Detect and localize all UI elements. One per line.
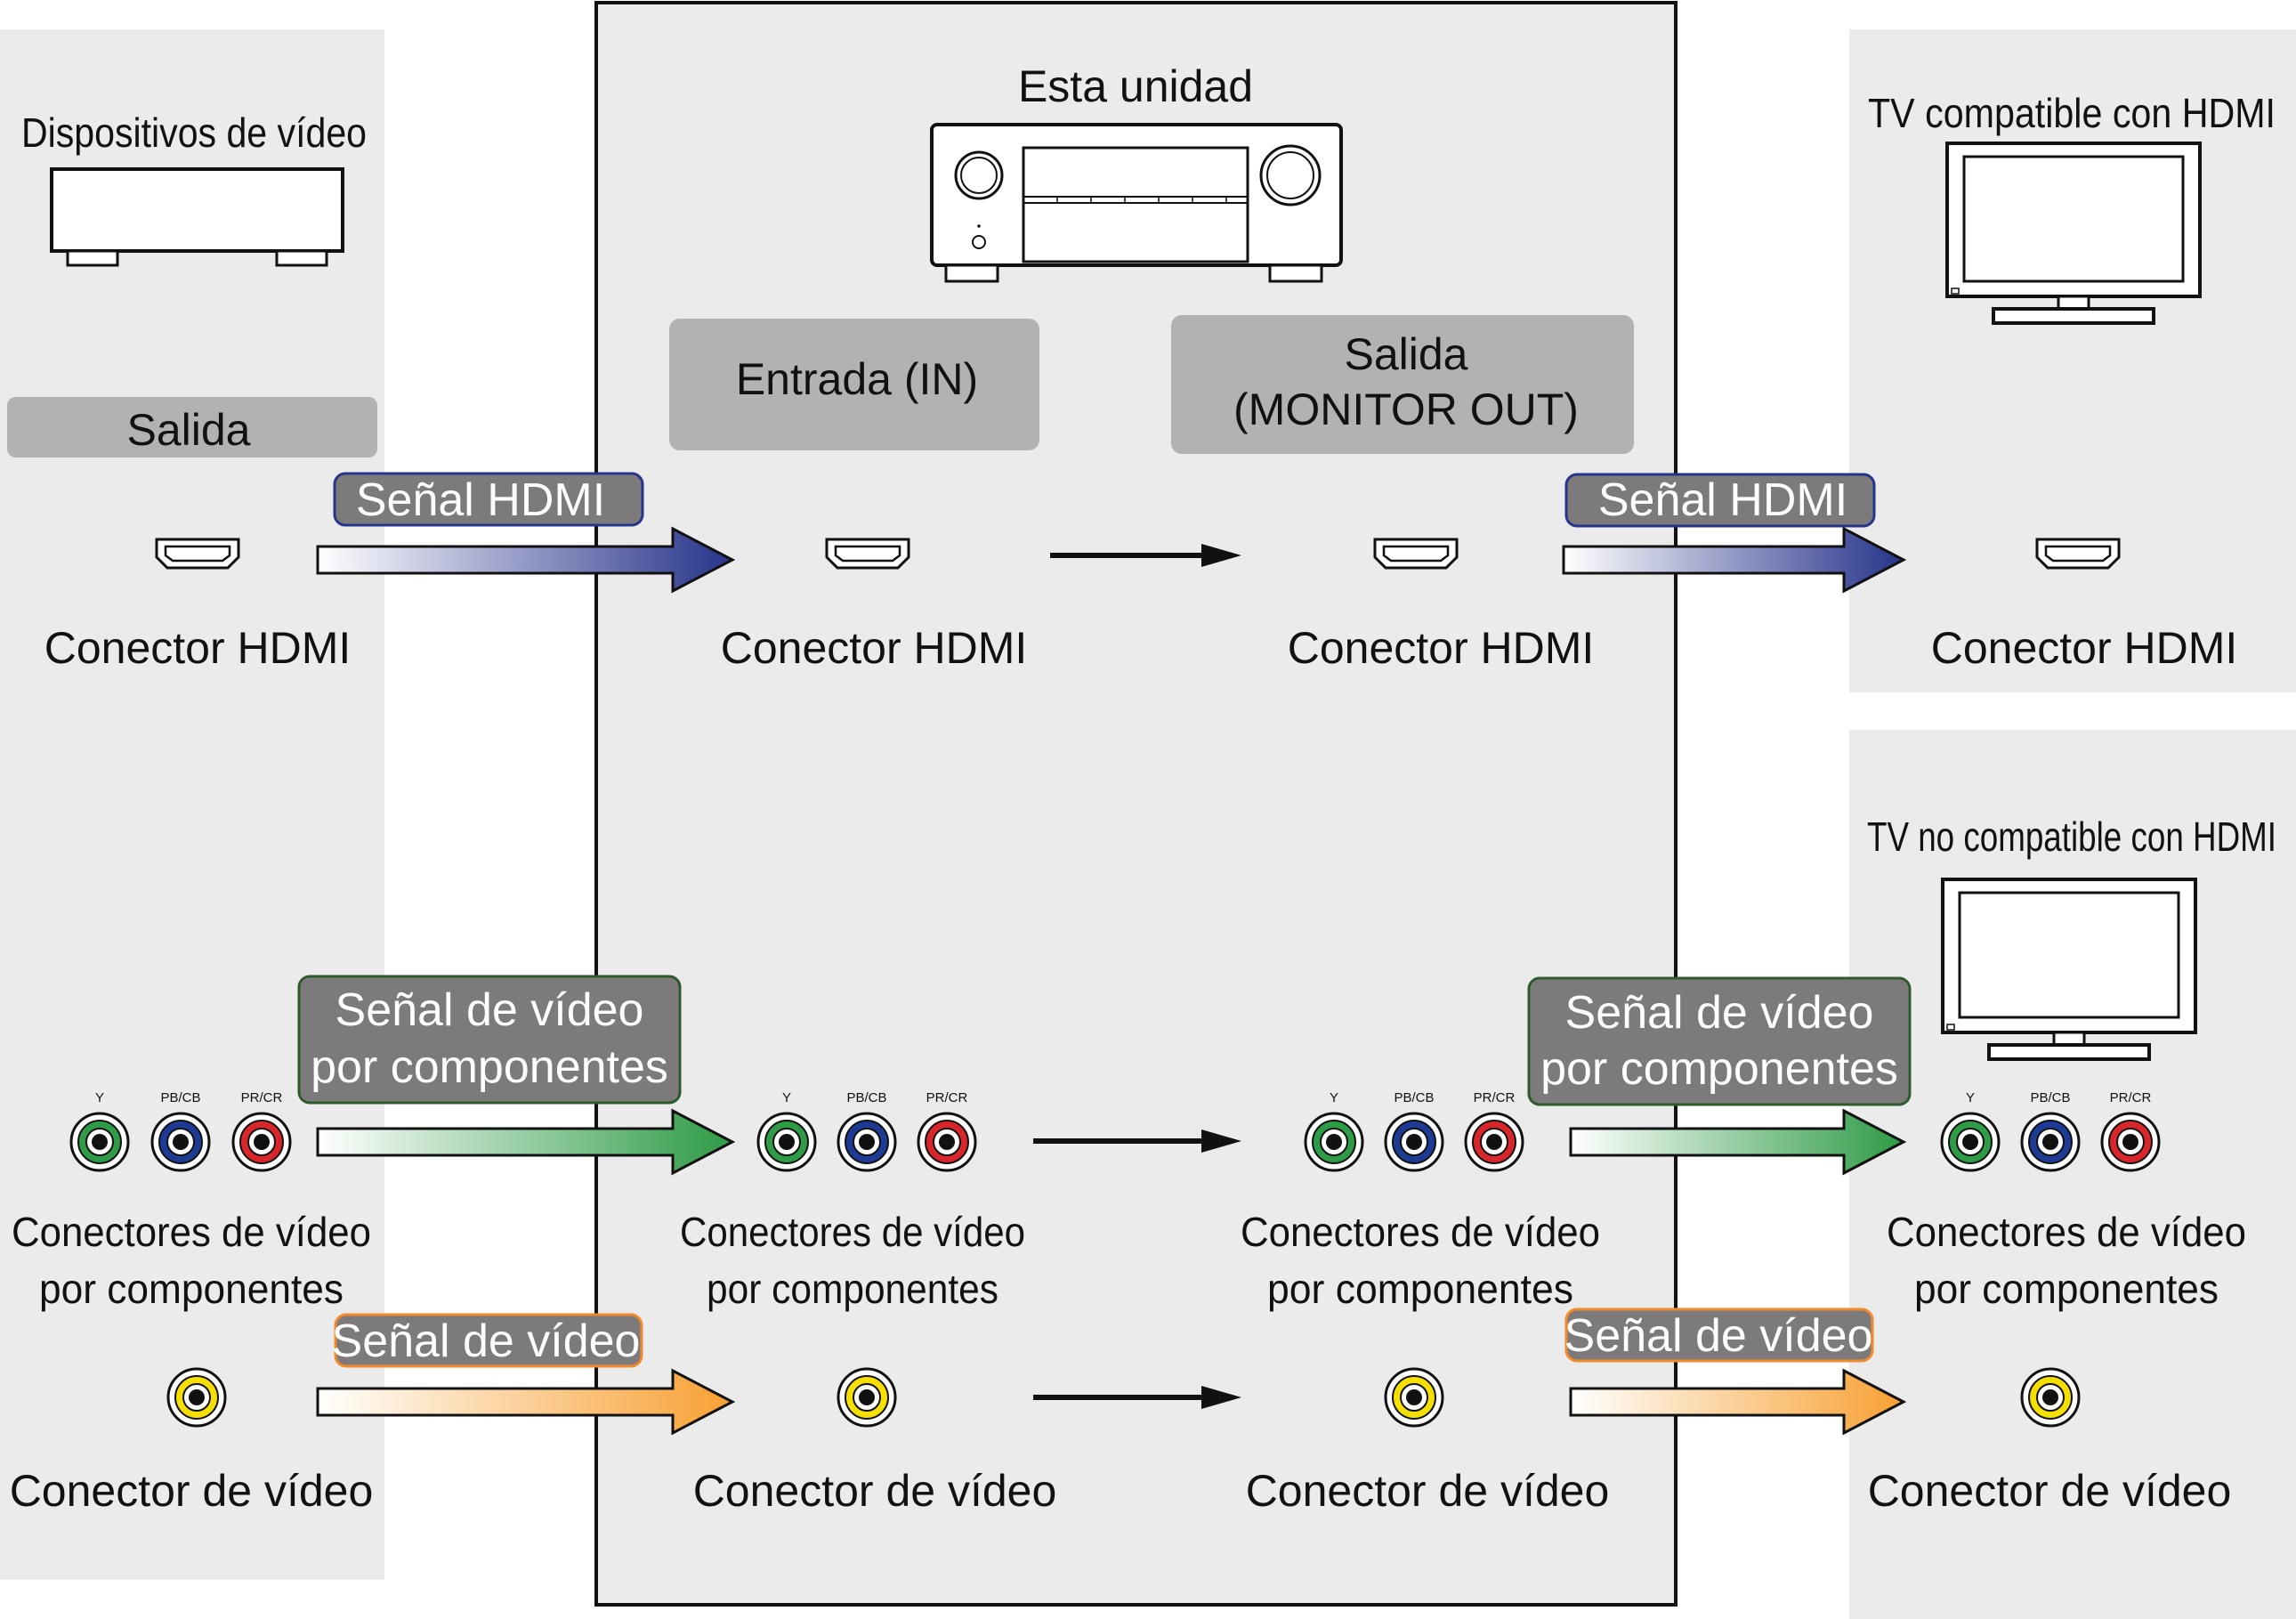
tv-video-jack-icon [2020,1367,2081,1428]
unit-in-video-jack-icon [837,1367,897,1428]
svg-text:Y: Y [95,1090,104,1105]
unit-out-pb-jack-icon [1384,1112,1444,1172]
unit-output-label-line1: Salida [1345,329,1468,379]
tv-pr-jack-icon [2100,1112,2161,1172]
unit-out-hdmi-port-icon [1373,538,1459,570]
unit-output-box [1171,315,1634,454]
unit-out-pr-jack-icon [1464,1112,1524,1172]
tv-component-label-line2: por componentes [1914,1266,2219,1312]
non-hdmi-tv-title: TV no compatible con HDMI [1867,814,2276,860]
unit-panel [594,1,1678,1607]
component-internal-arrow [1033,1129,1241,1153]
source-output-label: Salida [127,405,251,455]
composite-signal-tag-in: Señal de vídeo [332,1315,641,1367]
source-panel [0,29,384,1580]
unit-out-y-jack-icon [1304,1112,1364,1172]
tv-pb-jack-icon [2020,1112,2081,1172]
svg-text:Y: Y [782,1090,791,1105]
source-video-connector-label: Conector de vídeo [10,1466,374,1516]
unit-out-video-connector-label: Conector de vídeo [1246,1466,1610,1516]
component-signal-tag-out-line1: Señal de vídeo [1565,987,1874,1039]
tv-hdmi-port-icon [2035,538,2121,570]
svg-text:PR/CR: PR/CR [241,1090,283,1105]
source-pr-jack-icon [231,1112,292,1172]
component-signal-tag-in-box [297,975,682,1105]
hdmi-tv-title: TV compatible con HDMI [1868,90,2276,136]
source-component-label-line2: por componentes [39,1266,344,1312]
unit-out-component-label-line1: Conectores de vídeo [1241,1209,1600,1255]
composite-internal-arrow [1033,1386,1241,1409]
component-signal-tag-out-line2: por componentes [1540,1043,1898,1095]
unit-in-component-label-line1: Conectores de vídeo [680,1209,1025,1255]
tv-video-connector-label: Conector de vídeo [1868,1466,2232,1516]
composite-signal-arrow-out [1569,1368,1907,1436]
hdmi-signal-arrow-out [1562,526,1907,594]
composite-signal-arrow-in [316,1368,736,1436]
component-jack-letters: Y PB/CB PR/CR Y PB/CB PR/CR Y PB/CB PR/C… [95,1090,2152,1105]
hdmi-signal-tag-in: Señal HDMI [356,474,605,526]
composite-signal-tag-out-box [1564,1307,1874,1363]
unit-input-label: Entrada (IN) [736,354,978,404]
unit-output-label-line2: (MONITOR OUT) [1233,385,1579,434]
component-signal-tag-out-box [1527,976,1912,1106]
svg-text:PB/CB: PB/CB [160,1090,200,1105]
hdmi-tv-panel [1849,29,2296,692]
tv-y-jack-icon [1940,1112,2001,1172]
svg-text:PR/CR: PR/CR [926,1090,968,1105]
video-devices-title: Dispositivos de vídeo [21,109,367,156]
svg-text:Y: Y [1966,1090,1975,1105]
unit-input-box [669,319,1039,450]
source-component-label-line1: Conectores de vídeo [12,1209,371,1255]
source-pb-jack-icon [150,1112,211,1172]
unit-in-hdmi-port-icon [825,538,910,570]
non-hdmi-tv-icon [1941,878,2197,1061]
unit-out-video-jack-icon [1384,1367,1444,1428]
tv-component-label-line1: Conectores de vídeo [1887,1209,2246,1255]
unit-in-hdmi-connector-label: Conector HDMI [721,623,1028,673]
unit-in-video-connector-label: Conector de vídeo [693,1466,1057,1516]
unit-out-hdmi-connector-label: Conector HDMI [1288,623,1595,673]
component-signal-arrow-in [316,1108,736,1176]
svg-text:PB/CB: PB/CB [2030,1090,2070,1105]
svg-text:PR/CR: PR/CR [2110,1090,2152,1105]
svg-text:PB/CB: PB/CB [1394,1090,1434,1105]
unit-out-component-label-line2: por componentes [1267,1266,1573,1312]
svg-text:Y: Y [1330,1090,1338,1105]
source-video-jack-icon [166,1367,227,1428]
component-signal-tag-in-line2: por componentes [311,1041,668,1093]
unit-title: Esta unidad [1018,61,1253,111]
svg-text:PB/CB: PB/CB [846,1090,886,1105]
video-device-icon [50,167,344,267]
source-y-jack-icon [69,1112,130,1172]
unit-in-pr-jack-icon [917,1112,977,1172]
unit-in-y-jack-icon [756,1112,817,1172]
hdmi-tv-icon [1945,142,2202,325]
av-receiver-icon [930,123,1343,283]
svg-text:PR/CR: PR/CR [1474,1090,1516,1105]
composite-signal-tag-out: Señal de vídeo [1564,1310,1873,1362]
composite-signal-tag-in-box [334,1313,643,1368]
component-signal-arrow-out [1569,1108,1907,1176]
source-output-box [7,397,377,457]
unit-in-pb-jack-icon [837,1112,897,1172]
hdmi-internal-arrow [1050,544,1241,567]
source-hdmi-connector-label: Conector HDMI [44,623,352,673]
source-hdmi-port-icon [155,538,240,570]
hdmi-signal-tag-out-box [1564,473,1876,528]
unit-in-component-label-line2: por componentes [707,1266,998,1312]
hdmi-signal-tag-in-box [333,472,644,527]
hdmi-signal-arrow-in [316,526,736,594]
component-signal-tag-in-line1: Señal de vídeo [336,984,644,1036]
tv-hdmi-connector-label: Conector HDMI [1931,623,2238,673]
hdmi-signal-tag-out: Señal HDMI [1598,474,1847,526]
